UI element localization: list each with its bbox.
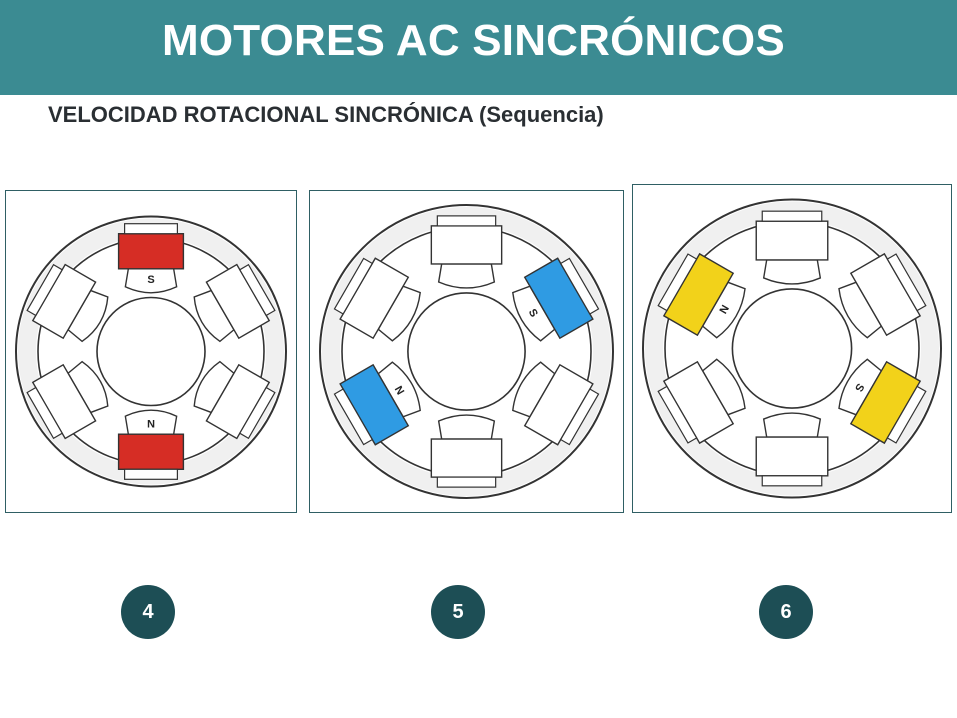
stator-pole-0 [755, 210, 829, 285]
step-badge-4: 4 [121, 585, 175, 639]
rotor-bore [96, 296, 206, 407]
stator-svg: SN [642, 198, 942, 499]
stator-pole-0: S [117, 223, 185, 294]
stator-pole-4 [657, 358, 746, 445]
stator-pole-3 [755, 412, 829, 487]
step-badge-6: 6 [759, 585, 813, 639]
stator-pole-3 [430, 414, 503, 488]
energized-coil [117, 232, 185, 270]
stator-pole-5: N [657, 252, 746, 339]
stator-svg: SN [15, 215, 287, 488]
stator-pole-0 [430, 215, 503, 289]
step-badge-5: 5 [431, 585, 485, 639]
title-bar: MOTORES AC SINCRÓNICOS [0, 0, 957, 95]
stator-pole-5 [333, 257, 421, 342]
stator-pole-5 [26, 263, 109, 343]
stator-svg: SN [319, 204, 614, 499]
stator-pole-1 [838, 252, 927, 339]
coil [755, 220, 829, 261]
stator-pole-2: S [838, 358, 927, 445]
stator-pole-4: N [333, 361, 421, 446]
stator-pole-4 [26, 360, 109, 440]
stator-pole-1 [193, 263, 276, 343]
stator-pole-3: N [117, 409, 185, 480]
page-title: MOTORES AC SINCRÓNICOS [162, 16, 785, 65]
coil [430, 225, 503, 265]
pole-label: N [147, 417, 155, 429]
energized-coil [117, 433, 185, 471]
page-subtitle: VELOCIDAD ROTACIONAL SINCRÓNICA (Sequenc… [48, 102, 604, 127]
pole-label: S [147, 274, 154, 286]
stator-pole-1: S [512, 257, 600, 342]
coil [755, 436, 829, 477]
stator-pole-2 [512, 361, 600, 446]
rotor-bore [731, 288, 853, 409]
coil [430, 438, 503, 478]
rotor-bore [407, 292, 526, 411]
stator-pole-2 [193, 360, 276, 440]
